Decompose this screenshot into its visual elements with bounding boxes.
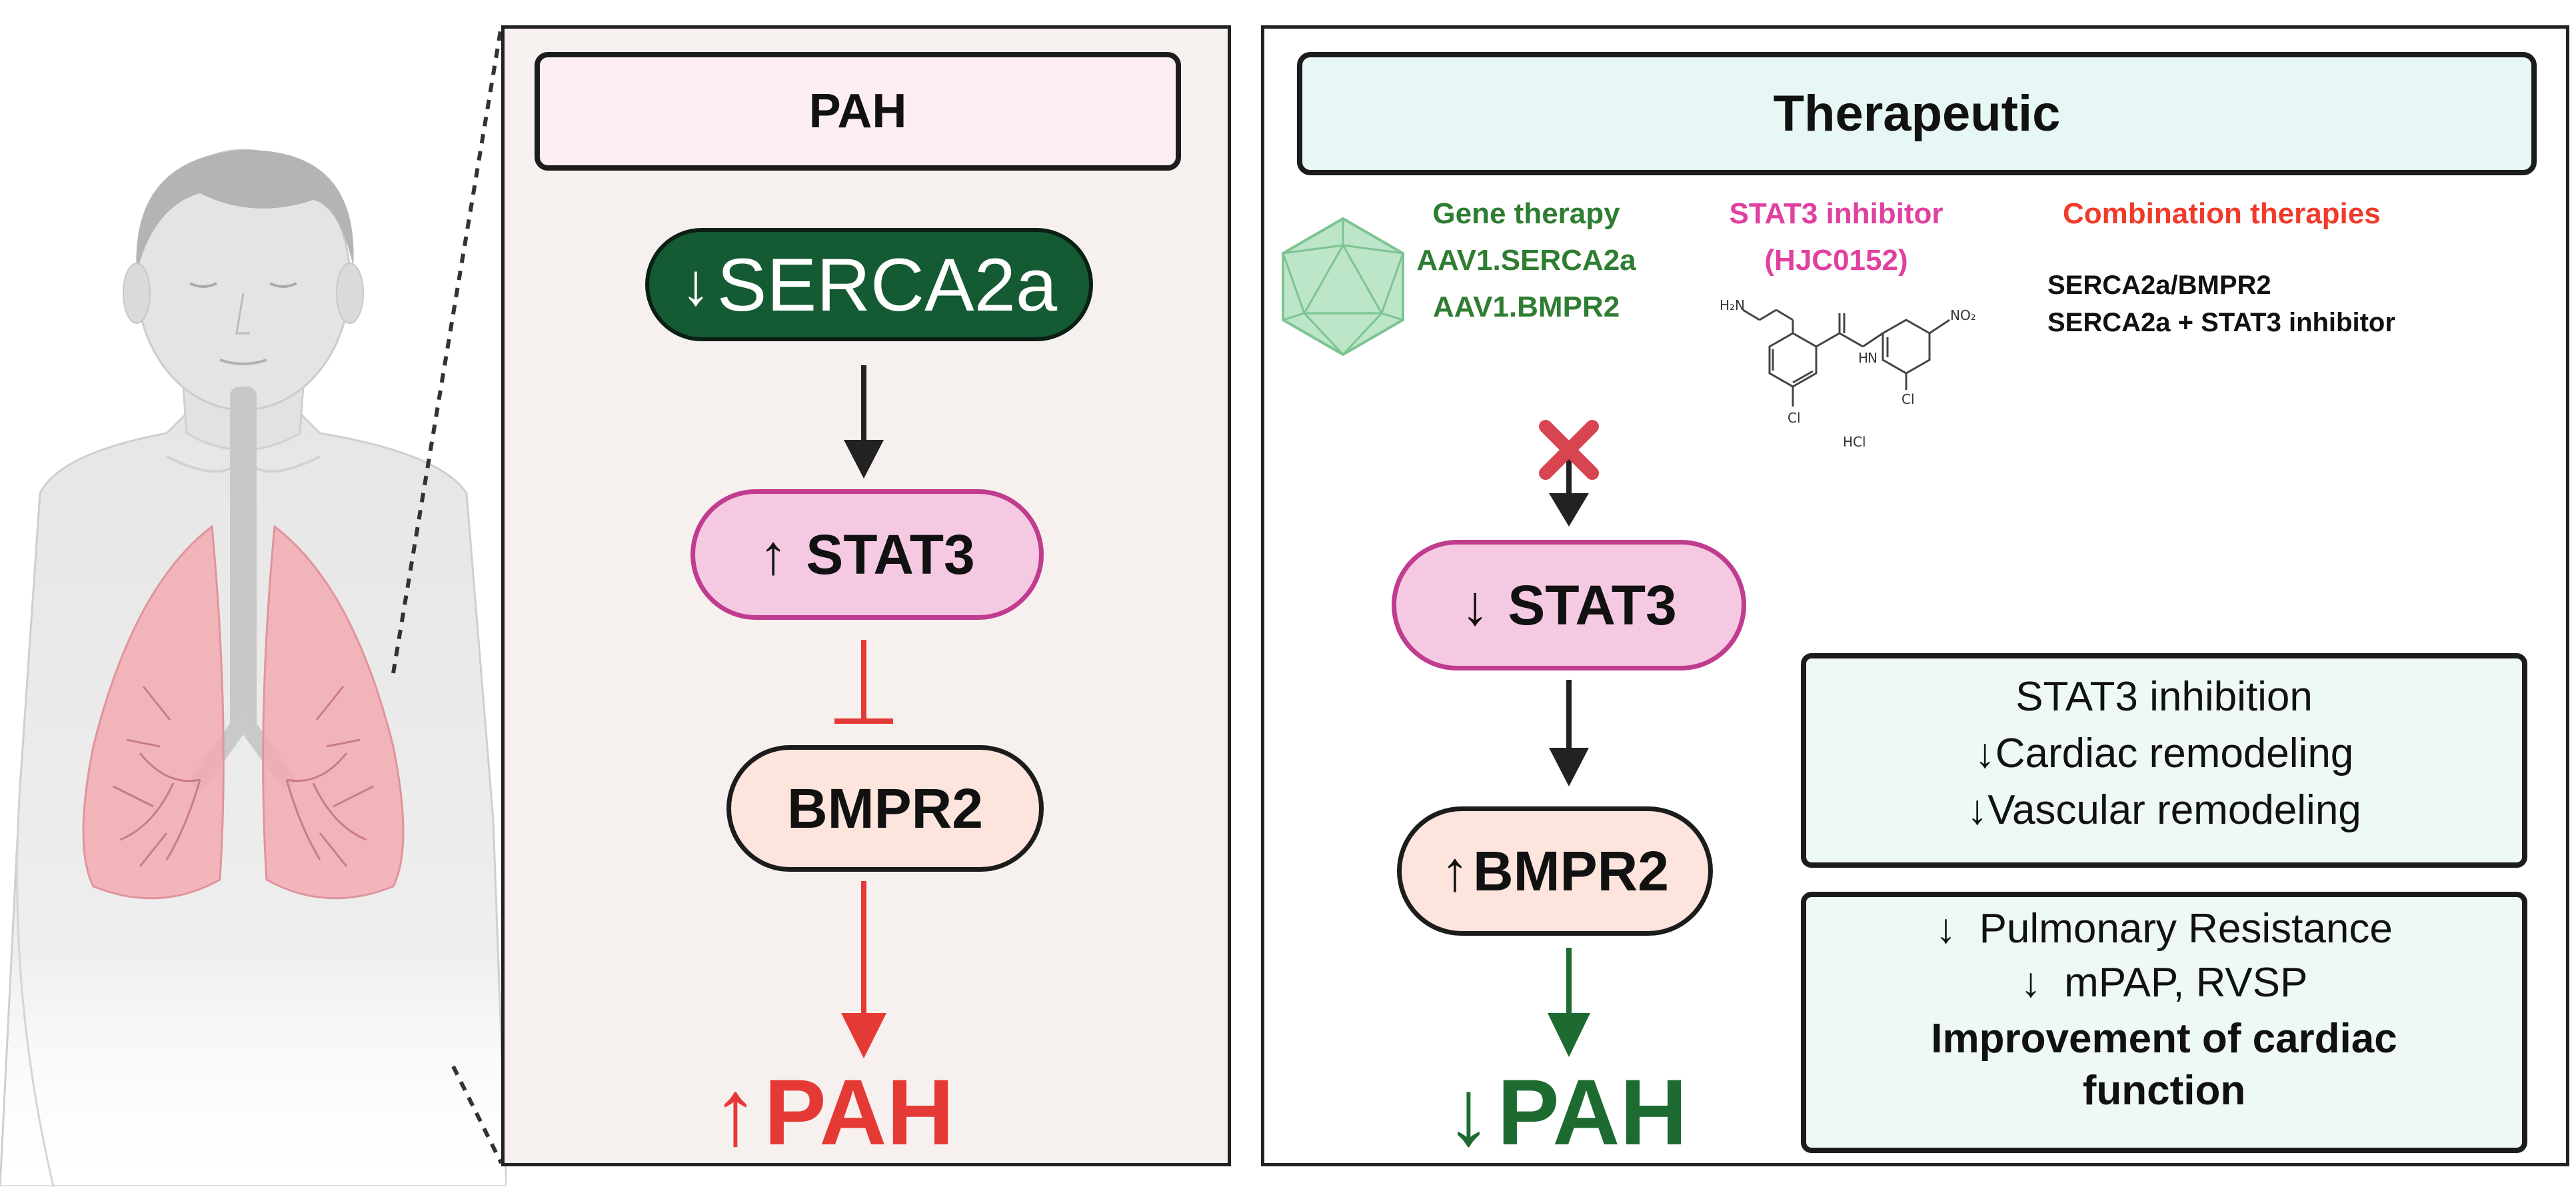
pah-header: PAH: [535, 52, 1181, 171]
bmpr2-node: ↑ BMPR2: [1397, 806, 1713, 936]
stat3-inhibitor-title: STAT3 inhibitor: [1729, 197, 1943, 230]
down-arrow-glyph: ↓: [1967, 787, 1988, 833]
pah-result-label: PAH: [1497, 1060, 1688, 1164]
arrowhead: [844, 440, 884, 479]
hemodynamic-effects-box: ↓ Pulmonary Resistance ↓ mPAP, RVSP Impr…: [1801, 892, 2527, 1153]
stat3-inhibition-effects-box: STAT3 inhibition ↓Cardiac remodeling ↓Va…: [1801, 653, 2527, 868]
pah-result-label: PAH: [764, 1060, 954, 1164]
chloro-label: Cl: [1902, 391, 1915, 407]
stat3-label: STAT3: [1508, 573, 1677, 636]
therapeutic-header: Therapeutic: [1297, 52, 2537, 175]
serca2a-label: SERCA2a: [716, 243, 1058, 327]
effect-line: ↓Cardiac remodeling: [1806, 730, 2522, 777]
combination-item: SERCA2a/BMPR2: [2047, 271, 2271, 300]
gene-therapy-item: AAV1.SERCA2a: [1416, 244, 1636, 277]
combination-item: SERCA2a + STAT3 inhibitor: [2047, 308, 2395, 337]
effect-text: Vascular remodeling: [1987, 787, 2361, 833]
down-arrow-glyph: ↓: [1445, 1060, 1492, 1164]
down-arrow-glyph: ↓: [1974, 730, 1995, 776]
effect-line: ↓Vascular remodeling: [1806, 786, 2522, 834]
stat3-label: STAT3: [806, 523, 975, 586]
down-arrow-glyph: ↓: [1461, 573, 1490, 636]
up-arrow-glyph: ↑: [1440, 839, 1469, 902]
bmpr2-node: BMPR2: [726, 745, 1044, 872]
therapeutic-arrows: [1539, 420, 1599, 1057]
effect-line: STAT3 inhibition: [2015, 674, 2313, 720]
nitro-label: NO₂: [1950, 307, 1976, 323]
effect-line: ↓ Pulmonary Resistance: [1935, 906, 2393, 952]
effect-text: Cardiac remodeling: [1995, 730, 2354, 776]
effect-line: ↓ mPAP, RVSP: [2020, 960, 2308, 1006]
hjc0152-structure-icon: H₂N NO₂ H N Cl Cl HCl: [1720, 297, 1976, 450]
combination-title: Combination therapies: [2063, 197, 2381, 230]
amine-label: H₂N: [1720, 297, 1745, 313]
arrowhead: [1549, 748, 1589, 786]
pah-arrows: [834, 365, 893, 1058]
serca2a-node: ↓ SERCA2a: [645, 228, 1093, 341]
stat3-inhibitor-name: (HJC0152): [1764, 244, 1908, 277]
amide-n-label: N: [1868, 350, 1878, 366]
pah-result: ↓ PAH: [1400, 1056, 1733, 1169]
effect-line-bold: Improvement of cardiac function: [1931, 1016, 2397, 1114]
arrowhead: [841, 1013, 886, 1058]
up-arrow-glyph: ↑: [712, 1060, 759, 1164]
amide-h-label: H: [1858, 350, 1868, 366]
arrowhead: [1548, 1013, 1590, 1057]
stat3-node: ↓ STAT3: [1392, 540, 1746, 670]
red-x-block-mark: [1539, 420, 1599, 480]
gene-therapy-title: Gene therapy: [1432, 197, 1620, 230]
arrowhead: [1549, 493, 1589, 527]
bmpr2-label: BMPR2: [1472, 839, 1670, 902]
down-arrow-glyph: ↓: [680, 251, 710, 317]
chloro-label: Cl: [1788, 410, 1801, 426]
pah-result: ↑ PAH: [666, 1056, 1000, 1169]
human-figure-with-lungs: [0, 149, 507, 1186]
hcl-label: HCl: [1843, 434, 1866, 450]
stat3-node: ↑ STAT3: [690, 489, 1044, 620]
gene-therapy-item: AAV1.BMPR2: [1432, 291, 1620, 323]
up-arrow-glyph: ↑: [759, 523, 788, 586]
aav-capsid-icon: [1282, 217, 1404, 357]
